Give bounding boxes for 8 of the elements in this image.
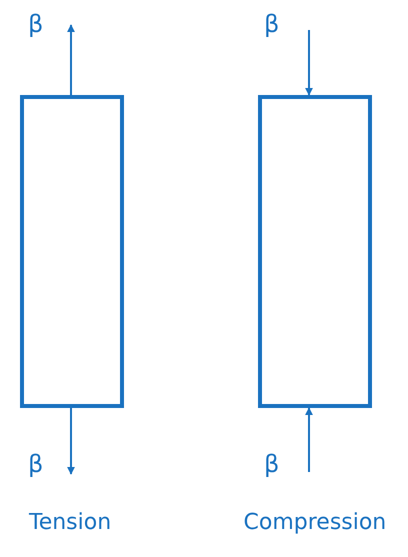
force-label: β xyxy=(264,450,280,478)
force-label: β xyxy=(28,450,44,478)
bar-outline xyxy=(258,95,372,408)
force-label: β xyxy=(264,10,280,38)
caption: Tension xyxy=(29,510,112,535)
caption: Compression xyxy=(244,510,386,535)
bar-outline xyxy=(20,95,124,408)
force-label: β xyxy=(28,10,44,38)
